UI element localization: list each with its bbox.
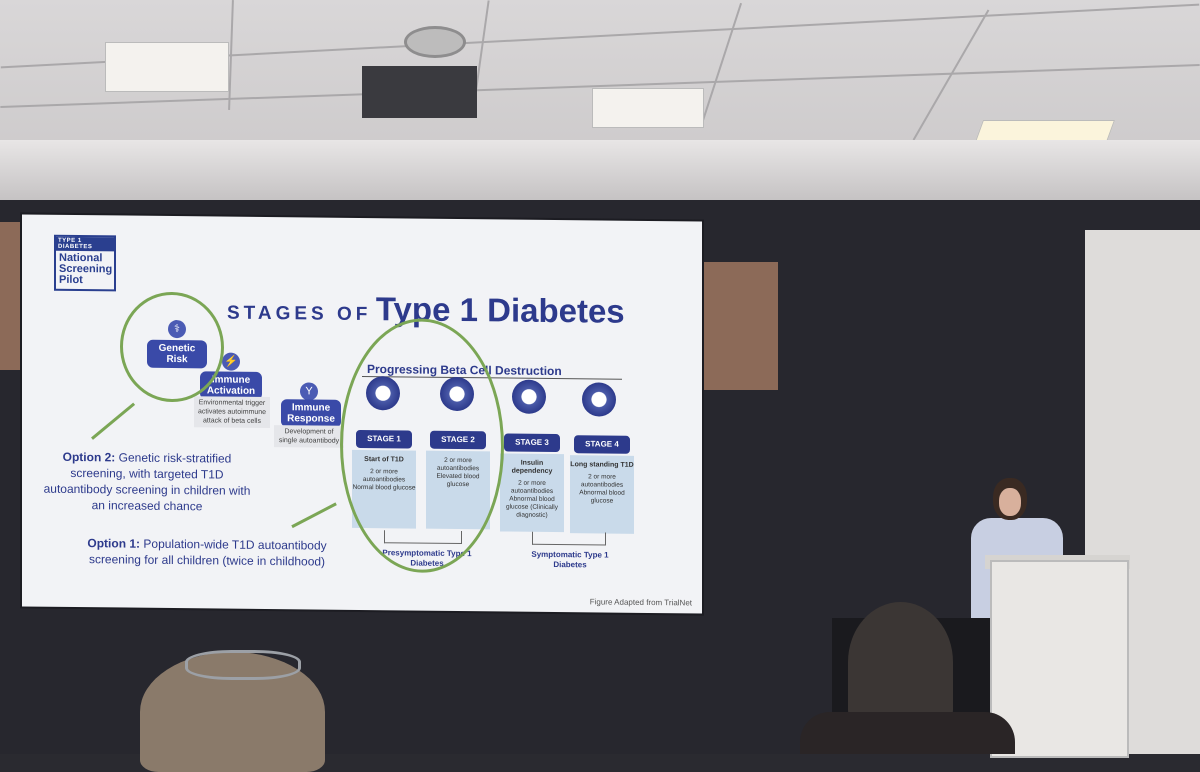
option-1-text: Option 1: Population-wide T1D autoantibo… [72,535,342,570]
beta-cell-icon [512,379,546,414]
stage-heading: Insulin dependency [511,459,553,475]
air-vent [362,66,477,118]
symptomatic-bracket [532,531,606,546]
option-2-label: Option 2: [62,449,116,465]
audience-head [848,602,953,722]
beta-cell-icon [582,382,616,417]
ceiling-speaker [404,26,466,58]
presenter-face [999,488,1021,516]
audience-shoulders [800,712,1015,754]
option-2-text: Option 2: Genetic risk-stratified screen… [42,449,252,515]
title-prefix: STAGES OF [227,302,372,326]
stage-3-label: STAGE 3 [504,433,560,453]
antibody-icon: Y [300,382,318,401]
podium [990,560,1129,758]
logo-text: TYPE 1 DIABETES [56,236,114,252]
stage-text: Abnormal blood glucose [579,489,625,505]
option-2-arrow [91,402,136,440]
option-1-arrow [291,502,337,529]
stage-4-card: Long standing T1D 2 or more autoantibodi… [570,455,634,534]
immune-response-node: Immune Response [281,399,341,428]
stage-text: Abnormal blood glucose (Clinically diagn… [505,495,559,519]
ceiling-grid-line [699,2,743,128]
logo-text: Pilot [59,273,83,287]
ceiling-light-panel [105,42,229,92]
immune-activation-description: Environmental trigger activates autoimmu… [194,396,270,429]
ceiling-light-panel [592,88,704,128]
lightning-icon: ⚡ [222,352,240,371]
option-1-highlight-ring [340,317,504,574]
figure-credit: Figure Adapted from TrialNet [589,597,692,608]
stage-3-card: Insulin dependency 2 or more autoantibod… [500,453,564,533]
stage-heading: Long standing T1D [570,461,634,469]
stage-text: 2 or more autoantibodies [580,473,624,489]
stage-text: 2 or more autoantibodies [510,479,554,496]
wood-panel [696,262,778,390]
glasses [185,650,301,680]
symptomatic-label: Symptomatic Type 1 Diabetes [531,549,609,570]
stage-4-label: STAGE 4 [574,435,630,454]
option-1-label: Option 1: [87,536,141,551]
immune-response-description: Development of single autoantibody [274,425,344,448]
option-2-highlight-ring [120,291,224,403]
